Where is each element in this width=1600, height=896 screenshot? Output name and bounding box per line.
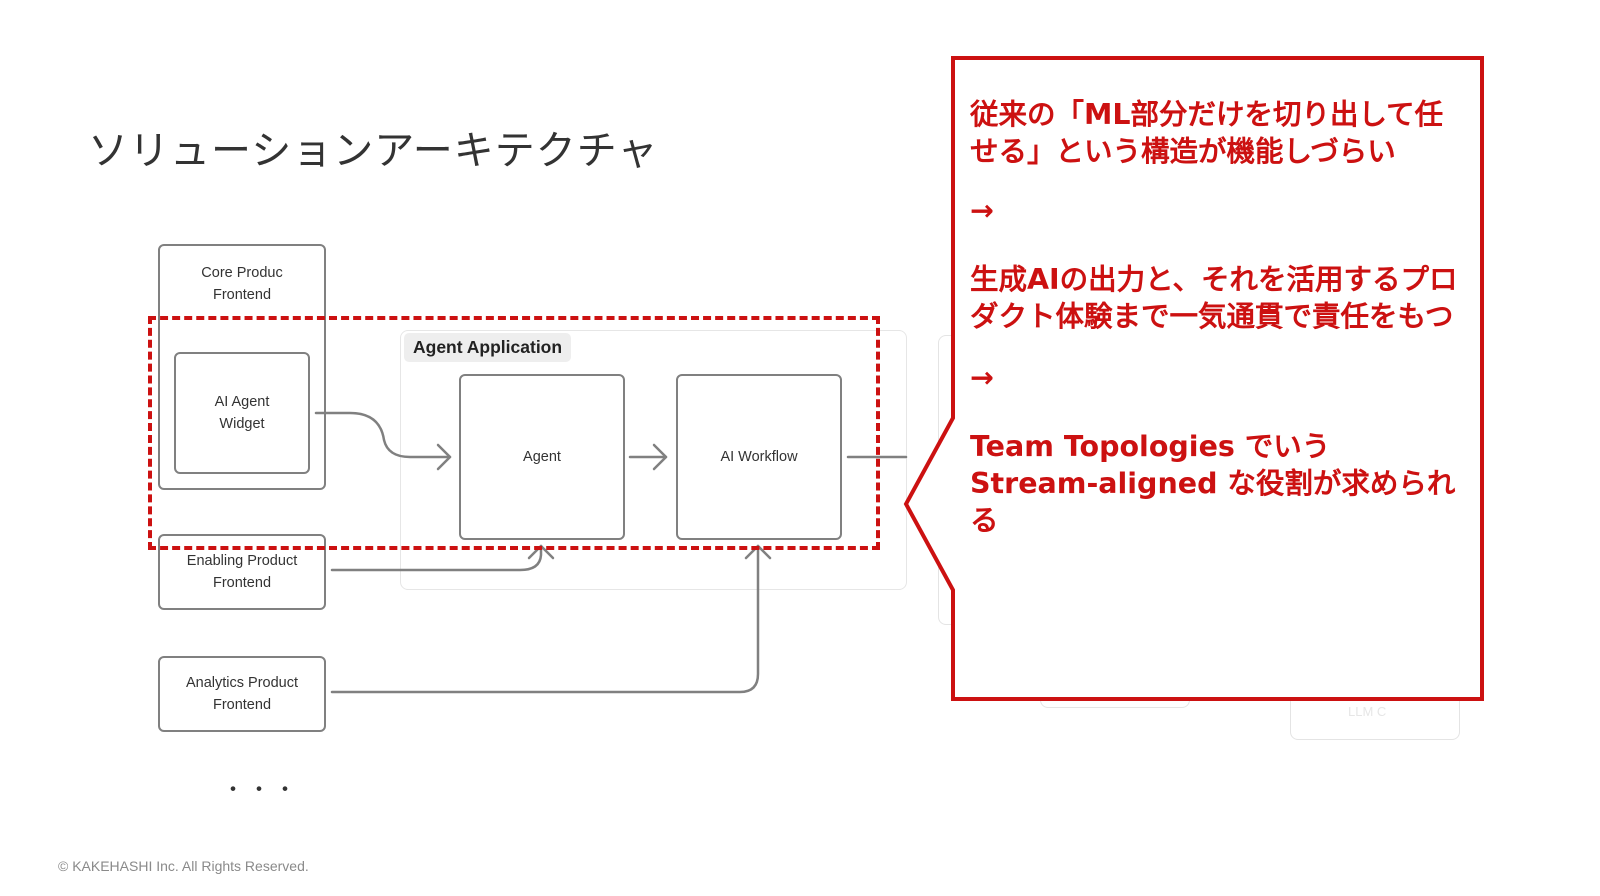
callout-statement-3: Team Topologies でいう Stream-aligned な役割が求… — [970, 430, 1456, 537]
hidden-llm-label: LLM C — [1348, 704, 1387, 719]
ai-agent-widget-label: AI Agent Widget — [214, 394, 270, 432]
callout-statement-2: 生成AIの出力と、それを活用するプロダクト体験まで一気通貫で責任をもつ — [970, 263, 1458, 333]
callout-arrow-1: → — [970, 194, 994, 227]
ai-workflow-box: AI Workflow — [676, 374, 842, 540]
callout-statement-1: 従来の「ML部分だけを切り出して任せる」という構造が機能しづらい — [970, 98, 1444, 168]
slide-title: ソリューションアーキテクチャ — [88, 128, 659, 174]
agent-application-group — [400, 330, 907, 590]
highlight-dashed-frame — [148, 316, 880, 550]
enabling-to-agent-connector — [330, 544, 543, 572]
callout-text: 従来の「ML部分だけを切り出して任せる」という構造が機能しづらい → 生成AIの… — [970, 96, 1460, 539]
callout-arrow-2: → — [970, 361, 994, 394]
copyright-footer: © KAKEHASHI Inc. All Rights Reserved. — [58, 858, 309, 874]
ai-workflow-label: AI Workflow — [720, 449, 798, 465]
analytics-product-frontend-label: Analytics Product Frontend — [185, 675, 299, 713]
agent-label: Agent — [523, 449, 561, 465]
callout-border — [903, 56, 1484, 701]
analytics-to-workflow-connector — [330, 544, 760, 694]
agent-box: Agent — [459, 374, 625, 540]
widget-to-agent-connector — [314, 411, 452, 459]
ai-agent-widget-box: AI Agent Widget — [174, 352, 310, 474]
widget-to-agent-arrowhead — [436, 443, 452, 471]
agent-to-workflow-arrowhead — [652, 443, 668, 471]
core-product-frontend-label: Core Produc Frontend — [201, 265, 283, 303]
analytics-product-frontend-box: Analytics Product Frontend — [158, 656, 326, 732]
more-items-ellipsis: ・・・ — [222, 777, 301, 802]
enabling-product-frontend-label: Enabling Product Frontend — [186, 553, 298, 591]
agent-application-label: Agent Application — [404, 333, 572, 362]
